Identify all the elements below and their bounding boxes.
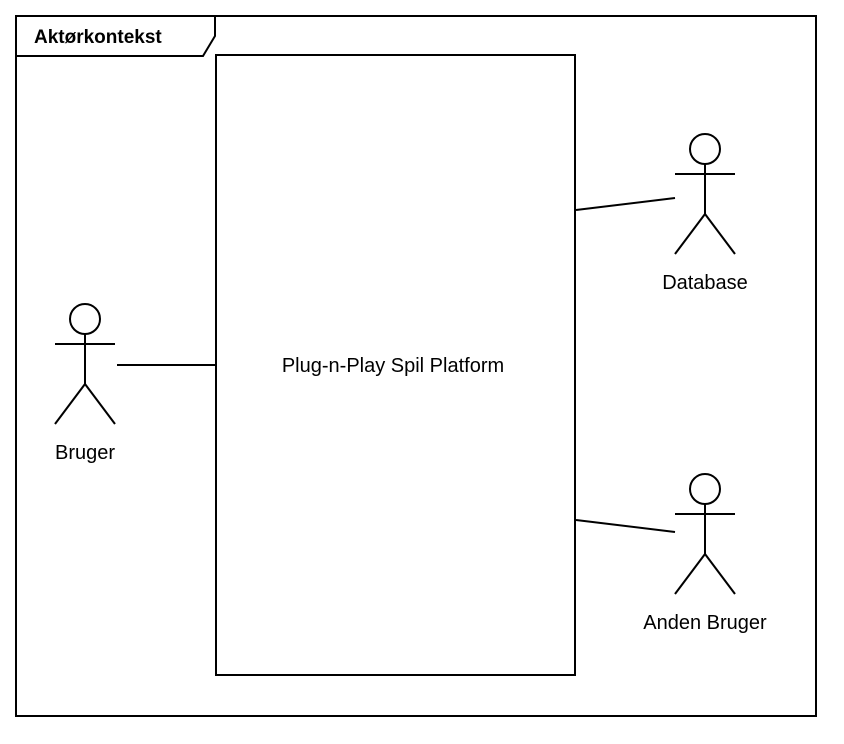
- system-box[interactable]: Plug-n-Play Spil Platform: [215, 54, 576, 676]
- actor-anden-bruger[interactable]: Anden Bruger: [643, 473, 767, 634]
- context-frame: Aktørkontekst: [15, 15, 817, 717]
- actor-anden-bruger-icon: [674, 473, 736, 595]
- system-label: Plug-n-Play Spil Platform: [282, 355, 504, 377]
- association-anden-bruger: [575, 519, 676, 533]
- frame-title-tab: [16, 16, 216, 57]
- actor-database-label: Database: [662, 272, 748, 294]
- frame-border: [15, 15, 817, 717]
- actor-anden-bruger-label: Anden Bruger: [643, 612, 767, 634]
- association-database: [575, 197, 676, 211]
- actor-bruger-label: Bruger: [55, 442, 115, 464]
- actor-bruger[interactable]: Bruger: [54, 303, 116, 464]
- actor-database-icon: [674, 133, 736, 255]
- actor-bruger-icon: [54, 303, 116, 425]
- system-rectangle[interactable]: [215, 54, 576, 676]
- actor-database[interactable]: Database: [662, 133, 748, 294]
- frame-title: Aktørkontekst: [34, 27, 162, 48]
